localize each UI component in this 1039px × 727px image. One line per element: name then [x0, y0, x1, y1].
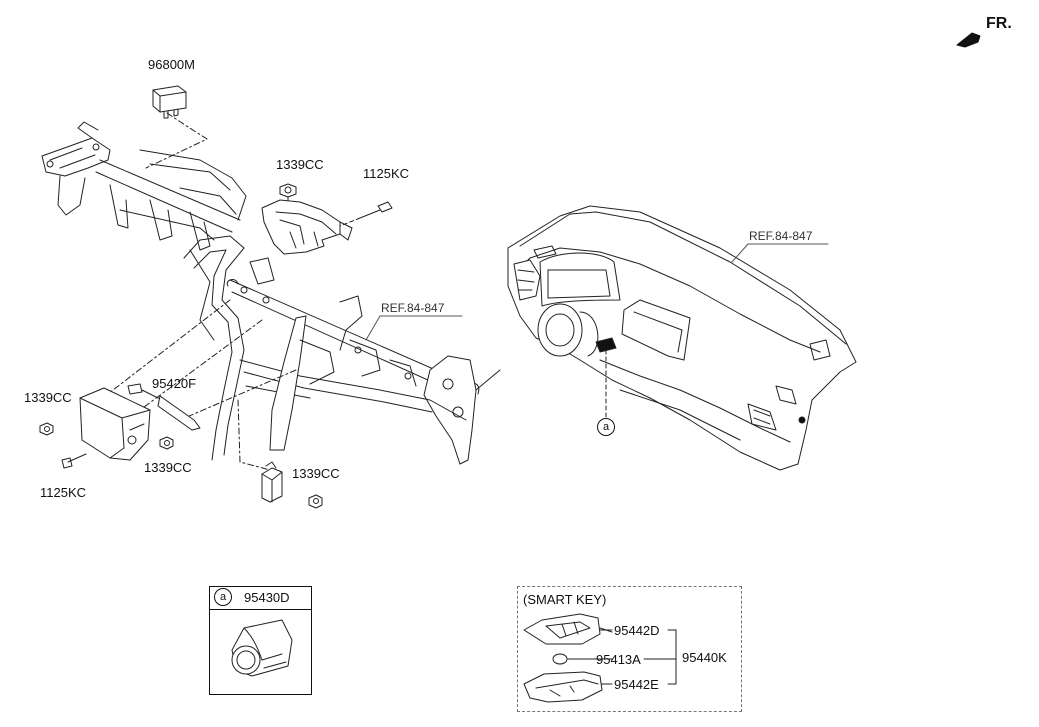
- part-label-1339cc-left: 1339CC: [24, 390, 72, 405]
- part-label-95413a: 95413A: [596, 652, 641, 667]
- smart-key-box: [517, 586, 742, 712]
- part-label-1339cc-mid: 1339CC: [144, 460, 192, 475]
- bolt-1125kc-top-drawing: [359, 201, 393, 219]
- part-label-1125kc-bottom: 1125KC: [40, 485, 87, 500]
- smart-key-fob-bottom-drawing: [523, 671, 603, 703]
- callout-marker-a: a: [597, 418, 615, 436]
- part-label-96800m: 96800M: [148, 57, 195, 72]
- nut-1339cc-bottom-drawing: [308, 494, 323, 509]
- part-label-95442d: 95442D: [614, 623, 660, 638]
- reference-label-left: REF.84-847: [381, 301, 445, 315]
- nut-1339cc-left-drawing: [39, 422, 54, 436]
- part-label-1125kc-top: 1125KC: [363, 166, 410, 181]
- module-96800m-drawing: [152, 85, 187, 119]
- crash-pad-drawing: [507, 205, 857, 471]
- part-label-1339cc-bottom: 1339CC: [292, 466, 340, 481]
- part-label-95420f: 95420F: [152, 376, 197, 391]
- part-label-95430d: 95430D: [244, 590, 290, 605]
- part-label-1339cc-top: 1339CC: [276, 157, 324, 172]
- sensor-95420f-drawing: [127, 383, 201, 431]
- bolt-1125kc-bottom-drawing: [61, 453, 87, 469]
- detail-box-marker-a: a: [214, 588, 232, 606]
- smart-key-title: (SMART KEY): [523, 592, 607, 607]
- smart-key-unit-drawing: [261, 199, 353, 255]
- relay-module-drawing: [261, 461, 283, 503]
- cross-member-drawing: [41, 121, 501, 465]
- front-direction-label: FR.: [986, 15, 1012, 32]
- ecu-module-drawing: [79, 387, 151, 461]
- reference-label-right: REF.84-847: [749, 229, 813, 243]
- front-arrow-icon: [956, 32, 981, 48]
- smart-key-fob-top-drawing: [523, 613, 613, 645]
- detail-box-header-divider: [209, 586, 312, 610]
- start-button-95430d-drawing: [231, 619, 293, 677]
- leader-96800m: [145, 112, 208, 169]
- part-label-95442e: 95442E: [614, 677, 659, 692]
- nut-1339cc-top-drawing: [279, 183, 297, 198]
- battery-drawing: [552, 653, 568, 665]
- nut-1339cc-mid-drawing: [159, 436, 174, 450]
- part-label-95440k: 95440K: [682, 650, 727, 665]
